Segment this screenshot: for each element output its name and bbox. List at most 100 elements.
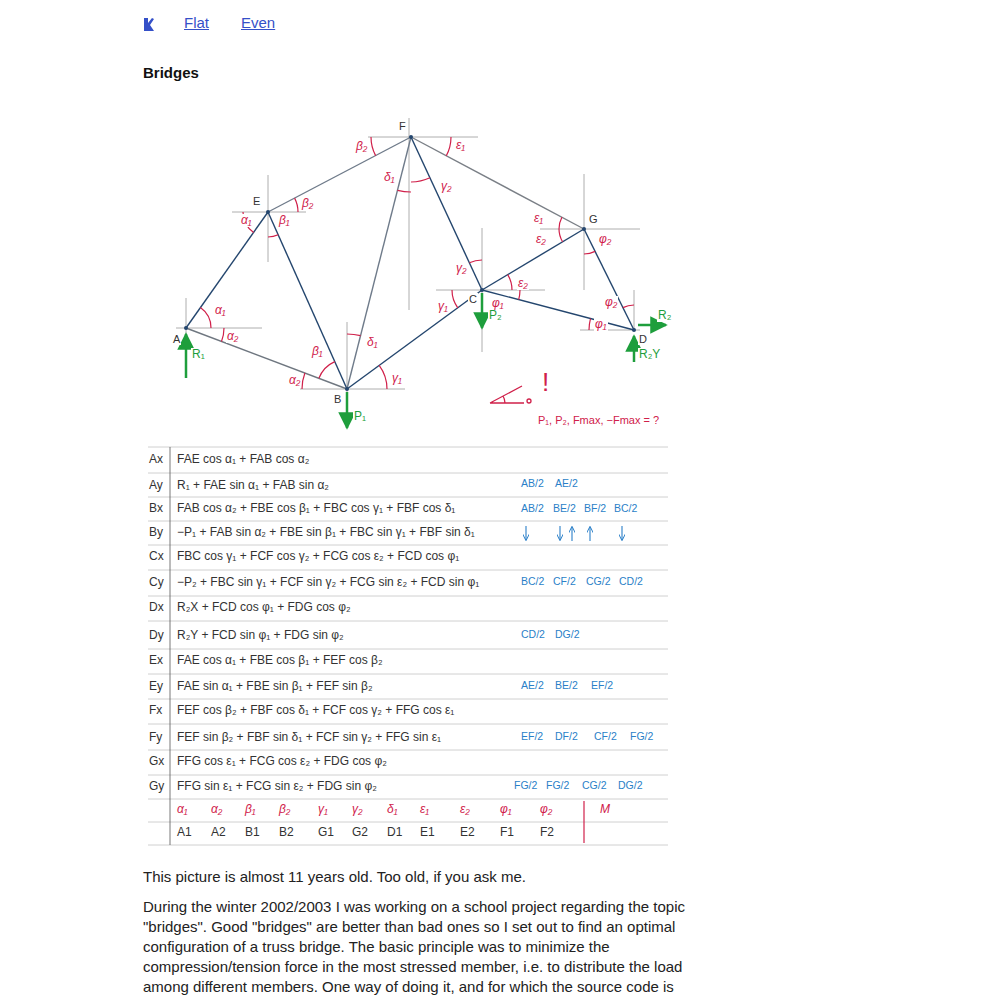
angle-label: α₁ <box>214 304 227 317</box>
load-label: P₂ <box>488 309 503 322</box>
row-label: Ax <box>149 453 163 466</box>
row-label: Fx <box>149 704 162 717</box>
row-label: Ex <box>149 654 163 667</box>
equation: FFG sin ε₁ + FCG sin ε₂ + FDG sin φ₂ <box>177 780 377 793</box>
angle-name: α₂ <box>211 803 222 816</box>
length-note: CF/2 <box>553 576 576 588</box>
angle-label: φ₁ <box>491 297 505 310</box>
angle-label: φ₂ <box>598 233 612 246</box>
equation: R₂Y + FCD sin φ₁ + FDG sin φ₂ <box>177 629 344 642</box>
variable-name: G1 <box>318 826 334 839</box>
variable-name: D1 <box>387 826 402 839</box>
row-label: Fy <box>149 731 162 744</box>
equation: FAE sin α₁ + FBE sin β₁ + FEF sin β₂ <box>177 680 373 693</box>
length-note: CG/2 <box>586 576 611 588</box>
angle-label: δ₁ <box>366 336 378 349</box>
row-label: Dy <box>149 629 164 642</box>
page-title: Bridges <box>143 65 199 82</box>
equation: R₁ + FAE sin α₁ + FAB sin α₂ <box>177 479 329 492</box>
load-label: R₁ <box>191 348 206 361</box>
angle-label: δ₁ <box>383 171 395 184</box>
variable-name: B2 <box>279 826 294 839</box>
angle-name: γ₁ <box>318 803 328 816</box>
paragraph: This picture is almost 11 years old. Too… <box>143 867 713 887</box>
length-note: BE/2 <box>555 680 578 692</box>
length-note: EF/2 <box>591 680 613 692</box>
load-arrow <box>186 293 666 428</box>
length-note: DG/2 <box>618 780 643 792</box>
variable-name: E2 <box>460 826 475 839</box>
equation: −P₂ + FBC sin γ₁ + FCF sin γ₂ + FCG sin … <box>177 576 479 589</box>
length-note: AB/2 <box>521 503 544 515</box>
reference-axes <box>176 118 640 392</box>
length-note: EF/2 <box>521 731 543 743</box>
load-label: P₁ <box>353 410 367 423</box>
joint-label: D <box>638 333 648 345</box>
angle-name: β₂ <box>279 803 290 816</box>
row-label: Cx <box>149 550 164 563</box>
length-note: BC/2 <box>614 503 637 515</box>
angle-label: ε₁ <box>455 139 466 152</box>
angle-label: γ₁ <box>391 372 403 385</box>
row-label: Dx <box>149 601 164 614</box>
length-note: FG/2 <box>514 780 537 792</box>
angle-arc <box>200 137 634 389</box>
variable-name: G2 <box>352 826 368 839</box>
note: ! <box>542 368 549 397</box>
angle-name: ε₁ <box>420 803 429 816</box>
angle-label: γ₂ <box>440 180 453 193</box>
joint-label: G <box>588 213 599 225</box>
length-note: DG/2 <box>555 629 580 641</box>
load-label: R₂Y <box>638 348 661 361</box>
angle-label: β₂ <box>301 197 314 210</box>
row-label: Gy <box>149 780 164 793</box>
row-label: Bx <box>149 502 163 515</box>
equation: FBC cos γ₁ + FCF cos γ₂ + FCG cos ε₂ + F… <box>177 550 459 563</box>
joint-label: B <box>333 393 342 405</box>
truss-member <box>186 137 634 389</box>
length-note: BC/2 <box>521 576 544 588</box>
equation: FEF sin β₂ + FBF sin δ₁ + FCF sin γ₂ + F… <box>177 731 441 744</box>
nav-link: Even <box>241 15 275 32</box>
angle-label: α₂ <box>288 374 301 387</box>
variable-name: B1 <box>245 826 260 839</box>
angle-label: γ₂ <box>455 262 468 275</box>
equation: FAE cos α₁ + FBE cos β₁ + FEF cos β₂ <box>177 654 383 667</box>
divider <box>583 801 584 843</box>
direction-arrow <box>526 526 622 541</box>
angle-name: α₁ <box>177 803 188 816</box>
angle-label: ε₁ <box>533 212 544 225</box>
angle-name: β₁ <box>245 803 256 816</box>
row-label: Gx <box>149 755 164 768</box>
equation: R₂X + FCD cos φ₁ + FDG cos φ₂ <box>177 601 351 614</box>
length-note: AE/2 <box>521 680 544 692</box>
angle-name: φ₁ <box>500 803 512 816</box>
variable-name: F2 <box>540 826 554 839</box>
length-note: CG/2 <box>582 780 607 792</box>
variable-name: A2 <box>211 826 226 839</box>
paragraph: During the winter 2002/2003 I was workin… <box>143 897 713 997</box>
angle-label: φ₁ <box>594 318 608 331</box>
angle-label: ε₂ <box>517 277 529 290</box>
length-note: AB/2 <box>521 478 544 490</box>
angle-label: γ₁ <box>437 300 449 313</box>
angle-symbol <box>490 386 531 403</box>
nav-link: Flat <box>184 15 209 32</box>
site-logo <box>144 18 154 31</box>
joint-label: C <box>468 293 478 305</box>
row-label: By <box>149 526 163 539</box>
load-label: R₂ <box>657 309 672 322</box>
angle-label: α₁ <box>240 214 253 227</box>
angle-name: γ₂ <box>352 803 363 816</box>
angle-label: φ₂ <box>604 296 618 309</box>
length-note: BE/2 <box>553 503 576 515</box>
variable-name: M <box>600 803 610 816</box>
angle-name: δ₁ <box>387 803 397 816</box>
angle-label: α₂ <box>226 330 239 343</box>
length-note: DF/2 <box>555 731 578 743</box>
length-note: FG/2 <box>546 780 569 792</box>
truss-joint <box>184 135 636 391</box>
angle-label: β₁ <box>311 345 324 358</box>
row-label: Ey <box>149 680 163 693</box>
table-grid <box>148 447 668 845</box>
